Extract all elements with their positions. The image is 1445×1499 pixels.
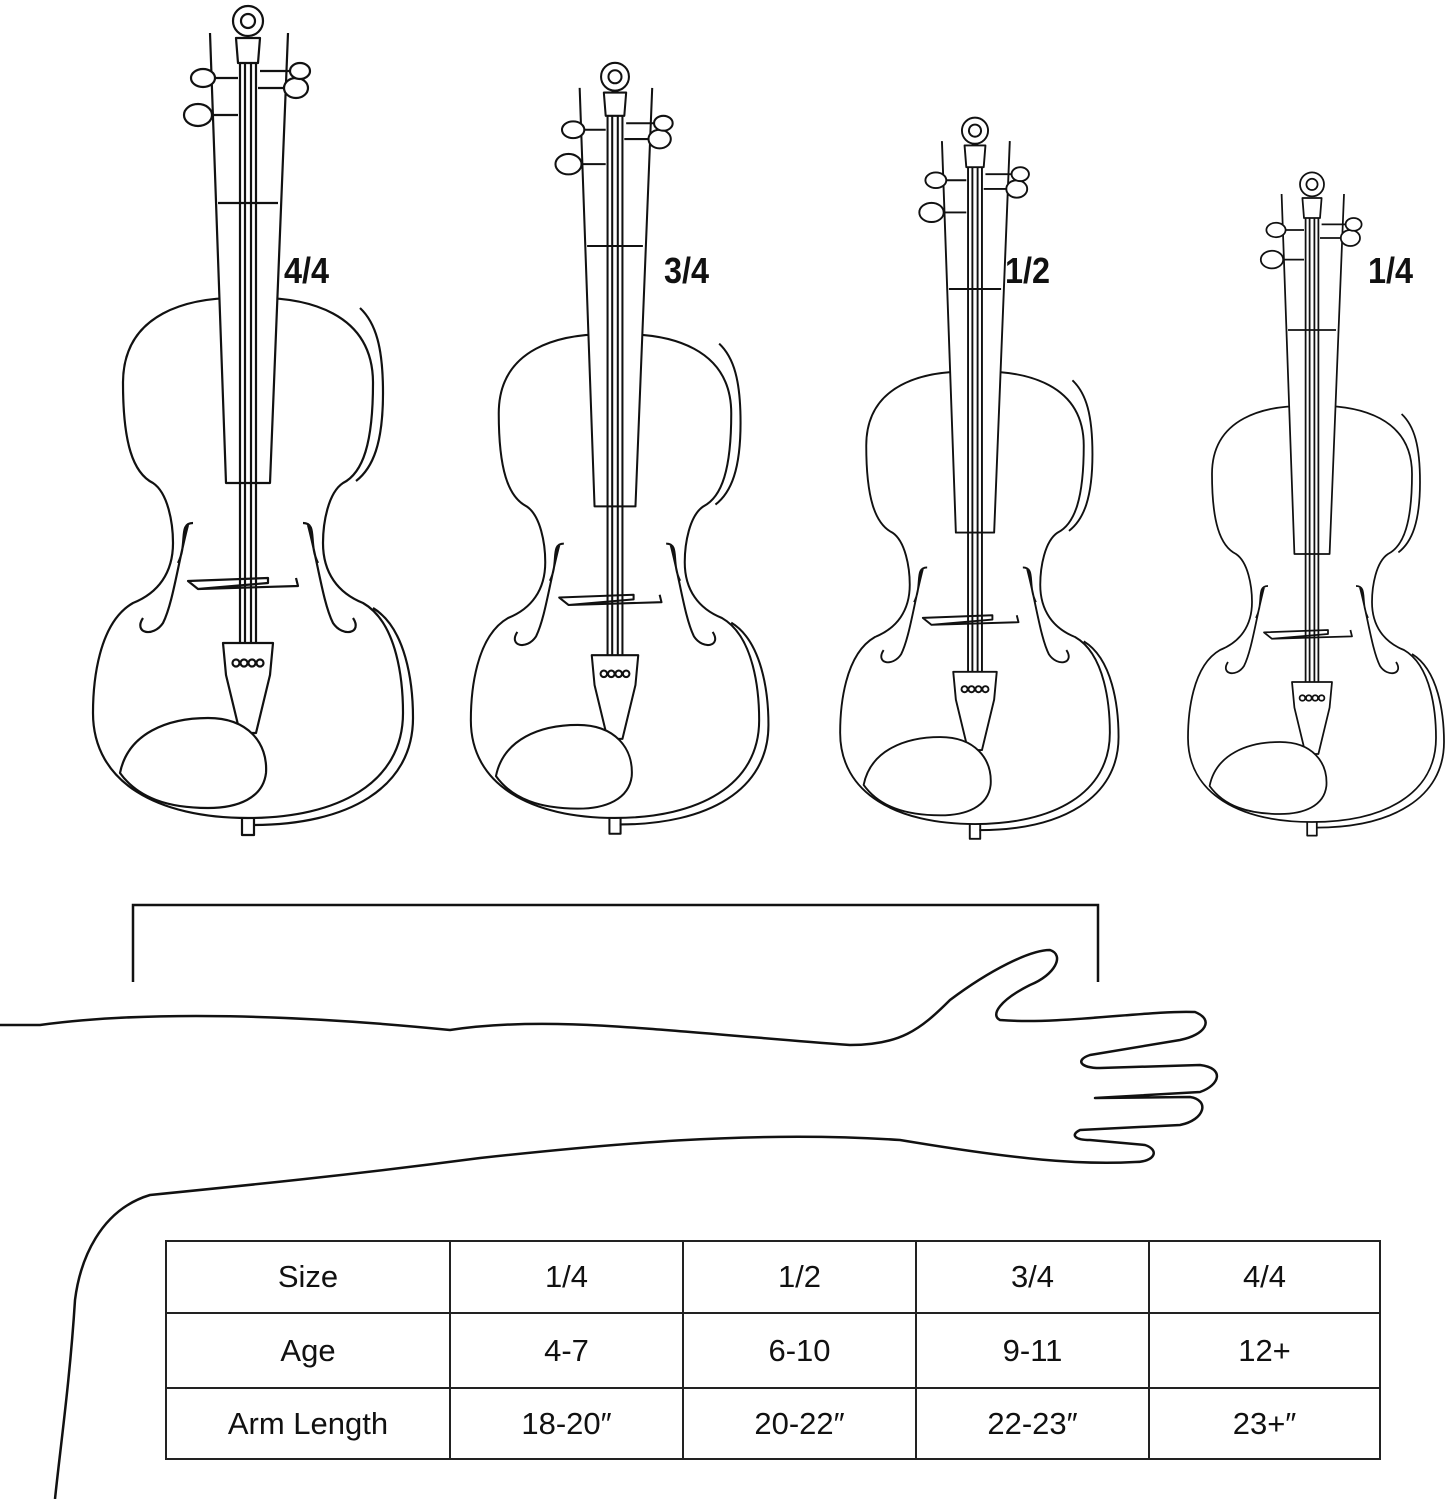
table-cell: 20-22″ [682,1387,917,1460]
row-header-cell: Size [165,1240,451,1314]
table-cell: 3/4 [915,1240,1150,1314]
violin-1-2 [839,116,1120,840]
violin-3-4 [469,61,770,835]
table-cell: 18-20″ [449,1387,684,1460]
table-cell: 4-7 [449,1312,684,1389]
arm-outline [0,948,1219,1499]
violin-size-label-1-4: 1/4 [1368,250,1414,291]
table-cell: 1/4 [449,1240,684,1314]
row-header-cell: Age [165,1312,451,1389]
table-cell: 12+ [1148,1312,1381,1389]
table-cell: 4/4 [1148,1240,1381,1314]
violin-size-label-4-4: 4/4 [284,250,330,291]
table-cell: 22-23″ [915,1387,1150,1460]
violin-size-label-3-4: 3/4 [664,250,710,291]
row-header-cell: Arm Length [165,1387,451,1460]
table-cell: 6-10 [682,1312,917,1389]
violin-size-label-1-2: 1/2 [1005,250,1051,291]
measurement-bracket [131,903,1100,982]
table-cell: 23+″ [1148,1387,1381,1460]
table-cell: 1/2 [682,1240,917,1314]
violin-4-4 [91,4,415,837]
table-cell: 9-11 [915,1312,1150,1389]
